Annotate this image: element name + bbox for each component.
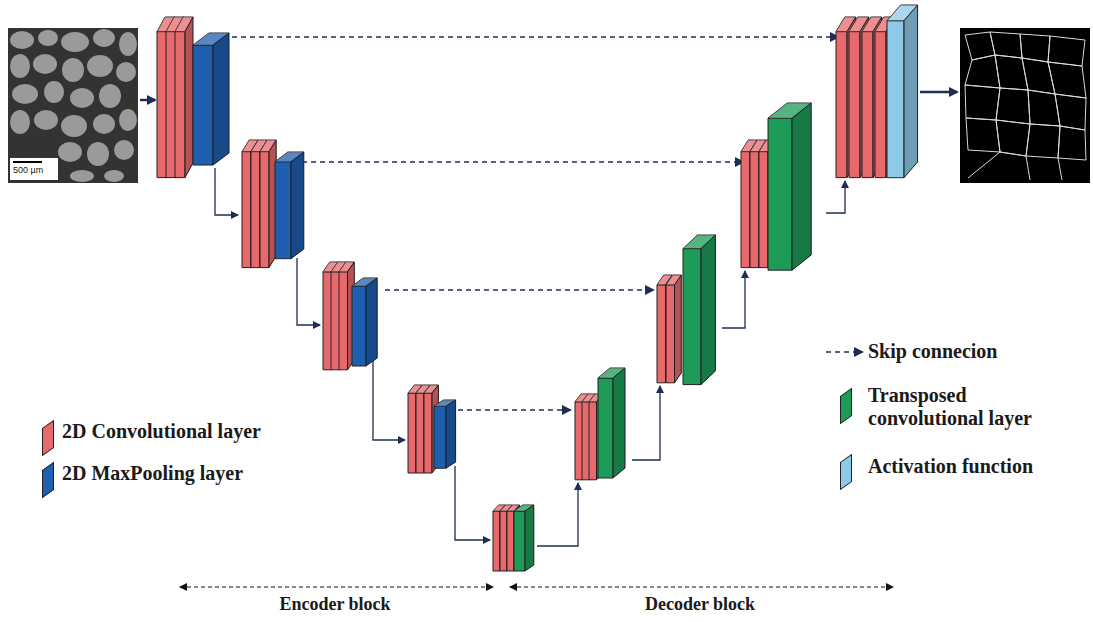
scale-bar-label: 500 µm — [13, 165, 43, 175]
block-span-arrows — [180, 586, 893, 587]
legend-swatch — [840, 388, 852, 424]
layer-slabs — [157, 5, 918, 571]
legend-text: Activation function — [868, 455, 1083, 478]
legend-text: 2D MaxPooling layer — [62, 462, 322, 485]
block-label: Decoder block — [600, 594, 800, 615]
flow-arrows — [140, 92, 957, 546]
legend-text: 2D Convolutional layer — [62, 420, 322, 443]
skip-legend-sample — [826, 351, 862, 352]
legend-text: Transposed convolutional layer — [868, 384, 1068, 430]
input-image — [8, 28, 138, 183]
output-image — [960, 28, 1090, 183]
legend-swatch — [42, 462, 54, 498]
legend-swatch — [840, 454, 852, 490]
skip-connections — [232, 37, 838, 410]
legend-text: Skip connecion — [868, 340, 1083, 363]
legend-swatch — [42, 420, 54, 456]
block-label: Encoder block — [235, 594, 435, 615]
